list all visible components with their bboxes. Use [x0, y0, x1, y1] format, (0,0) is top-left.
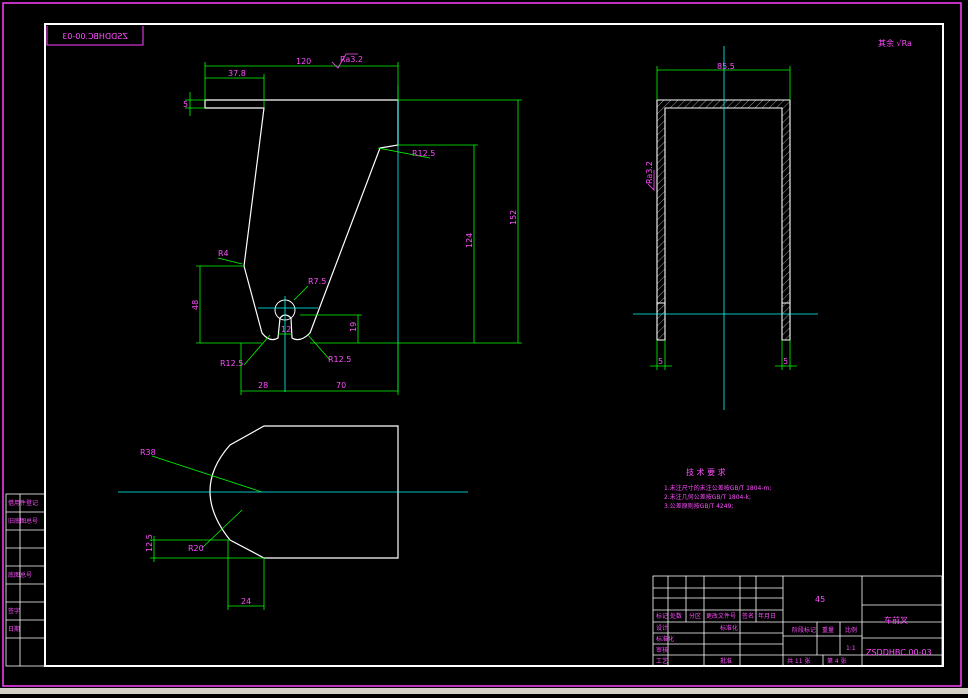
- dim-top-thick: 5: [183, 100, 188, 109]
- dim-slot-width: 12: [281, 325, 291, 334]
- dim-overall-height: 152: [509, 210, 518, 225]
- side-view: 85.5 Ra3.2 5 5: [633, 46, 818, 410]
- tech-title: 技 术 要 求: [686, 467, 726, 477]
- title-block-text: 标记 处数 分区 更改文件号 签名 年月日 设计 标准化 审核 工艺 标准化 批…: [656, 595, 932, 665]
- side-strip-label-4: 签字: [8, 607, 20, 615]
- bottom-edge: [0, 688, 968, 694]
- side-wall-left: 5: [658, 357, 663, 366]
- front-dimension-lines: [185, 62, 522, 395]
- side-strip-label-1: 借用件登记: [8, 499, 38, 507]
- top-dim-width: 24: [241, 597, 251, 606]
- tb-misc-1: 标准化: [720, 624, 738, 632]
- sheet-inner-frame: [44, 23, 944, 667]
- mirrored-code-text: ZSDDHBC.00-03: [62, 32, 128, 41]
- tb-role-3: 审核: [656, 646, 668, 654]
- side-width: 85.5: [717, 62, 735, 71]
- tb-sheet-no: 第 4 张: [827, 657, 847, 665]
- tb-scale: 1:1: [846, 645, 856, 652]
- side-strip-text: 借用件登记 旧底图总号 底图总号 签字 日期: [8, 499, 38, 633]
- dim-r-slot: R7.5: [308, 277, 326, 286]
- tb-row-label-6: 年月日: [758, 612, 776, 620]
- roughness-front: Ra3.2: [340, 55, 363, 64]
- tb-stage-3: 比例: [845, 626, 857, 634]
- side-dimension-lines: [650, 66, 797, 370]
- tb-drawing-no: ZSDDHBC.00-03: [866, 648, 932, 657]
- tech-item-3: 3.公差原则按GB/T 4249;: [664, 502, 733, 510]
- dim-bottom-right: 70: [336, 381, 346, 390]
- side-strip-label-2: 旧底图总号: [8, 517, 38, 525]
- tb-role-5: 批准: [720, 657, 732, 665]
- tb-row-label-2: 处数: [670, 612, 682, 620]
- side-roughness: Ra3.2: [645, 161, 654, 184]
- roughness-symbol-front: [331, 53, 358, 69]
- tb-row-label-5: 签名: [742, 612, 754, 620]
- tb-row-label-1: 标记: [656, 612, 668, 620]
- tb-stage-1: 阶段标记: [792, 626, 816, 634]
- side-strip: [5, 493, 46, 667]
- dim-right-height: 124: [465, 233, 474, 248]
- top-r-corner: R20: [188, 544, 204, 553]
- mirrored-code-box: ZSDDHBC.00-03: [46, 26, 144, 46]
- tech-requirements: 技 术 要 求 1.未注尺寸的未注公差按GB/T 1804-m; 2.未注几何公…: [664, 467, 771, 510]
- tb-part-name: 车前叉: [884, 615, 908, 625]
- tech-item-1: 1.未注尺寸的未注公差按GB/T 1804-m;: [664, 484, 771, 492]
- tb-role-2: 标准化: [656, 635, 674, 643]
- tb-material: 45: [815, 595, 825, 604]
- dim-r-shoulder: R12.5: [412, 149, 435, 158]
- surface-finish-note: 其余 √Ra: [878, 38, 912, 48]
- top-view: R38 R20 12.5 24: [118, 425, 468, 610]
- side-wall-right: 5: [783, 357, 788, 366]
- side-strip-label-5: 日期: [8, 625, 20, 633]
- tb-row-label-3: 分区: [689, 612, 701, 620]
- tb-row-label-4: 更改文件号: [706, 612, 736, 620]
- tech-item-2: 2.未注几何公差按GB/T 1804-k;: [664, 493, 751, 501]
- fork-plate-outline: [204, 99, 399, 341]
- dim-slot-height: 19: [349, 322, 358, 332]
- dim-left-height: 48: [191, 300, 200, 310]
- top-dim-height: 12.5: [145, 534, 154, 552]
- channel-section: [656, 99, 791, 341]
- top-r-arc: R38: [140, 448, 156, 457]
- dim-r-bottom-right: R12.5: [328, 355, 351, 364]
- dim-r-left: R4: [218, 249, 229, 258]
- dim-top-left: 37.8: [228, 69, 246, 78]
- top-dimension-lines: [150, 455, 265, 610]
- front-view: Ra3.2 120 37.8 5 152 124 48 19 12 28 70 …: [183, 53, 522, 395]
- dim-r-bottom-left: R12.5: [220, 359, 243, 368]
- sheet-outer-frame: [2, 2, 962, 687]
- tb-role-1: 设计: [656, 624, 668, 632]
- dim-top-width: 120: [296, 57, 311, 66]
- tb-stage-2: 重量: [822, 626, 834, 634]
- dim-bottom-left: 28: [258, 381, 268, 390]
- tb-sheet-total: 共 11 张: [787, 657, 810, 665]
- side-strip-label-3: 底图总号: [8, 571, 32, 579]
- title-block: [652, 575, 943, 667]
- tb-role-4: 工艺: [656, 657, 668, 665]
